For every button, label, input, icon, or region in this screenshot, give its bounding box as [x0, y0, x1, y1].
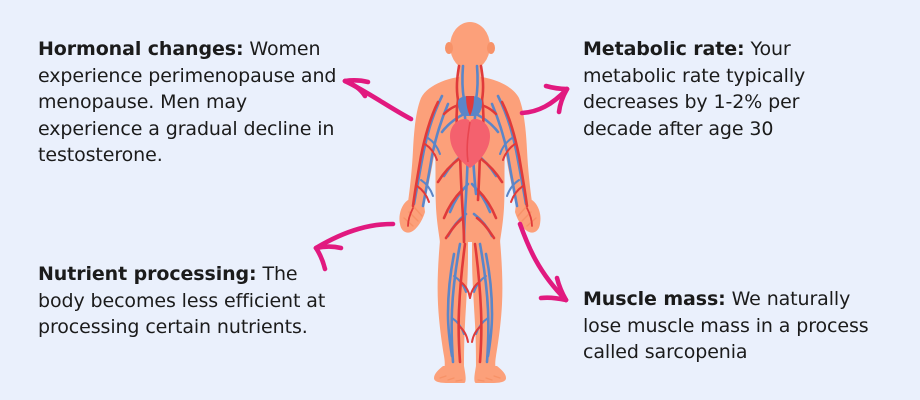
callout-nutrient-processing-lead: Nutrient processing:	[38, 263, 257, 285]
callout-nutrient-processing-body: The body becomes less efficient at proce…	[38, 263, 326, 338]
human-circulatory-figure	[399, 22, 541, 383]
callout-hormonal-changes-lead: Hormonal changes:	[38, 38, 244, 60]
callout-hormonal-changes-body: Women experience perimenopause and menop…	[38, 38, 337, 166]
callout-hormonal-changes: Hormonal changes: Women experience perim…	[38, 36, 338, 169]
arteries	[407, 64, 533, 364]
callout-muscle-mass-body: We naturally lose muscle mass in a proce…	[583, 288, 869, 363]
callout-muscle-mass: Muscle mass: We naturally lose muscle ma…	[583, 286, 883, 366]
body-silhouette	[399, 22, 541, 383]
callout-muscle-mass-lead: Muscle mass:	[583, 288, 726, 310]
callout-metabolic-rate: Metabolic rate: Your metabolic rate typi…	[583, 36, 843, 142]
callout-nutrient-processing: Nutrient processing: The body becomes le…	[38, 261, 328, 341]
callout-metabolic-rate-body: Your metabolic rate typically decreases …	[583, 38, 806, 140]
heart-and-great-vessels	[450, 96, 490, 168]
callout-metabolic-rate-lead: Metabolic rate:	[583, 38, 745, 60]
